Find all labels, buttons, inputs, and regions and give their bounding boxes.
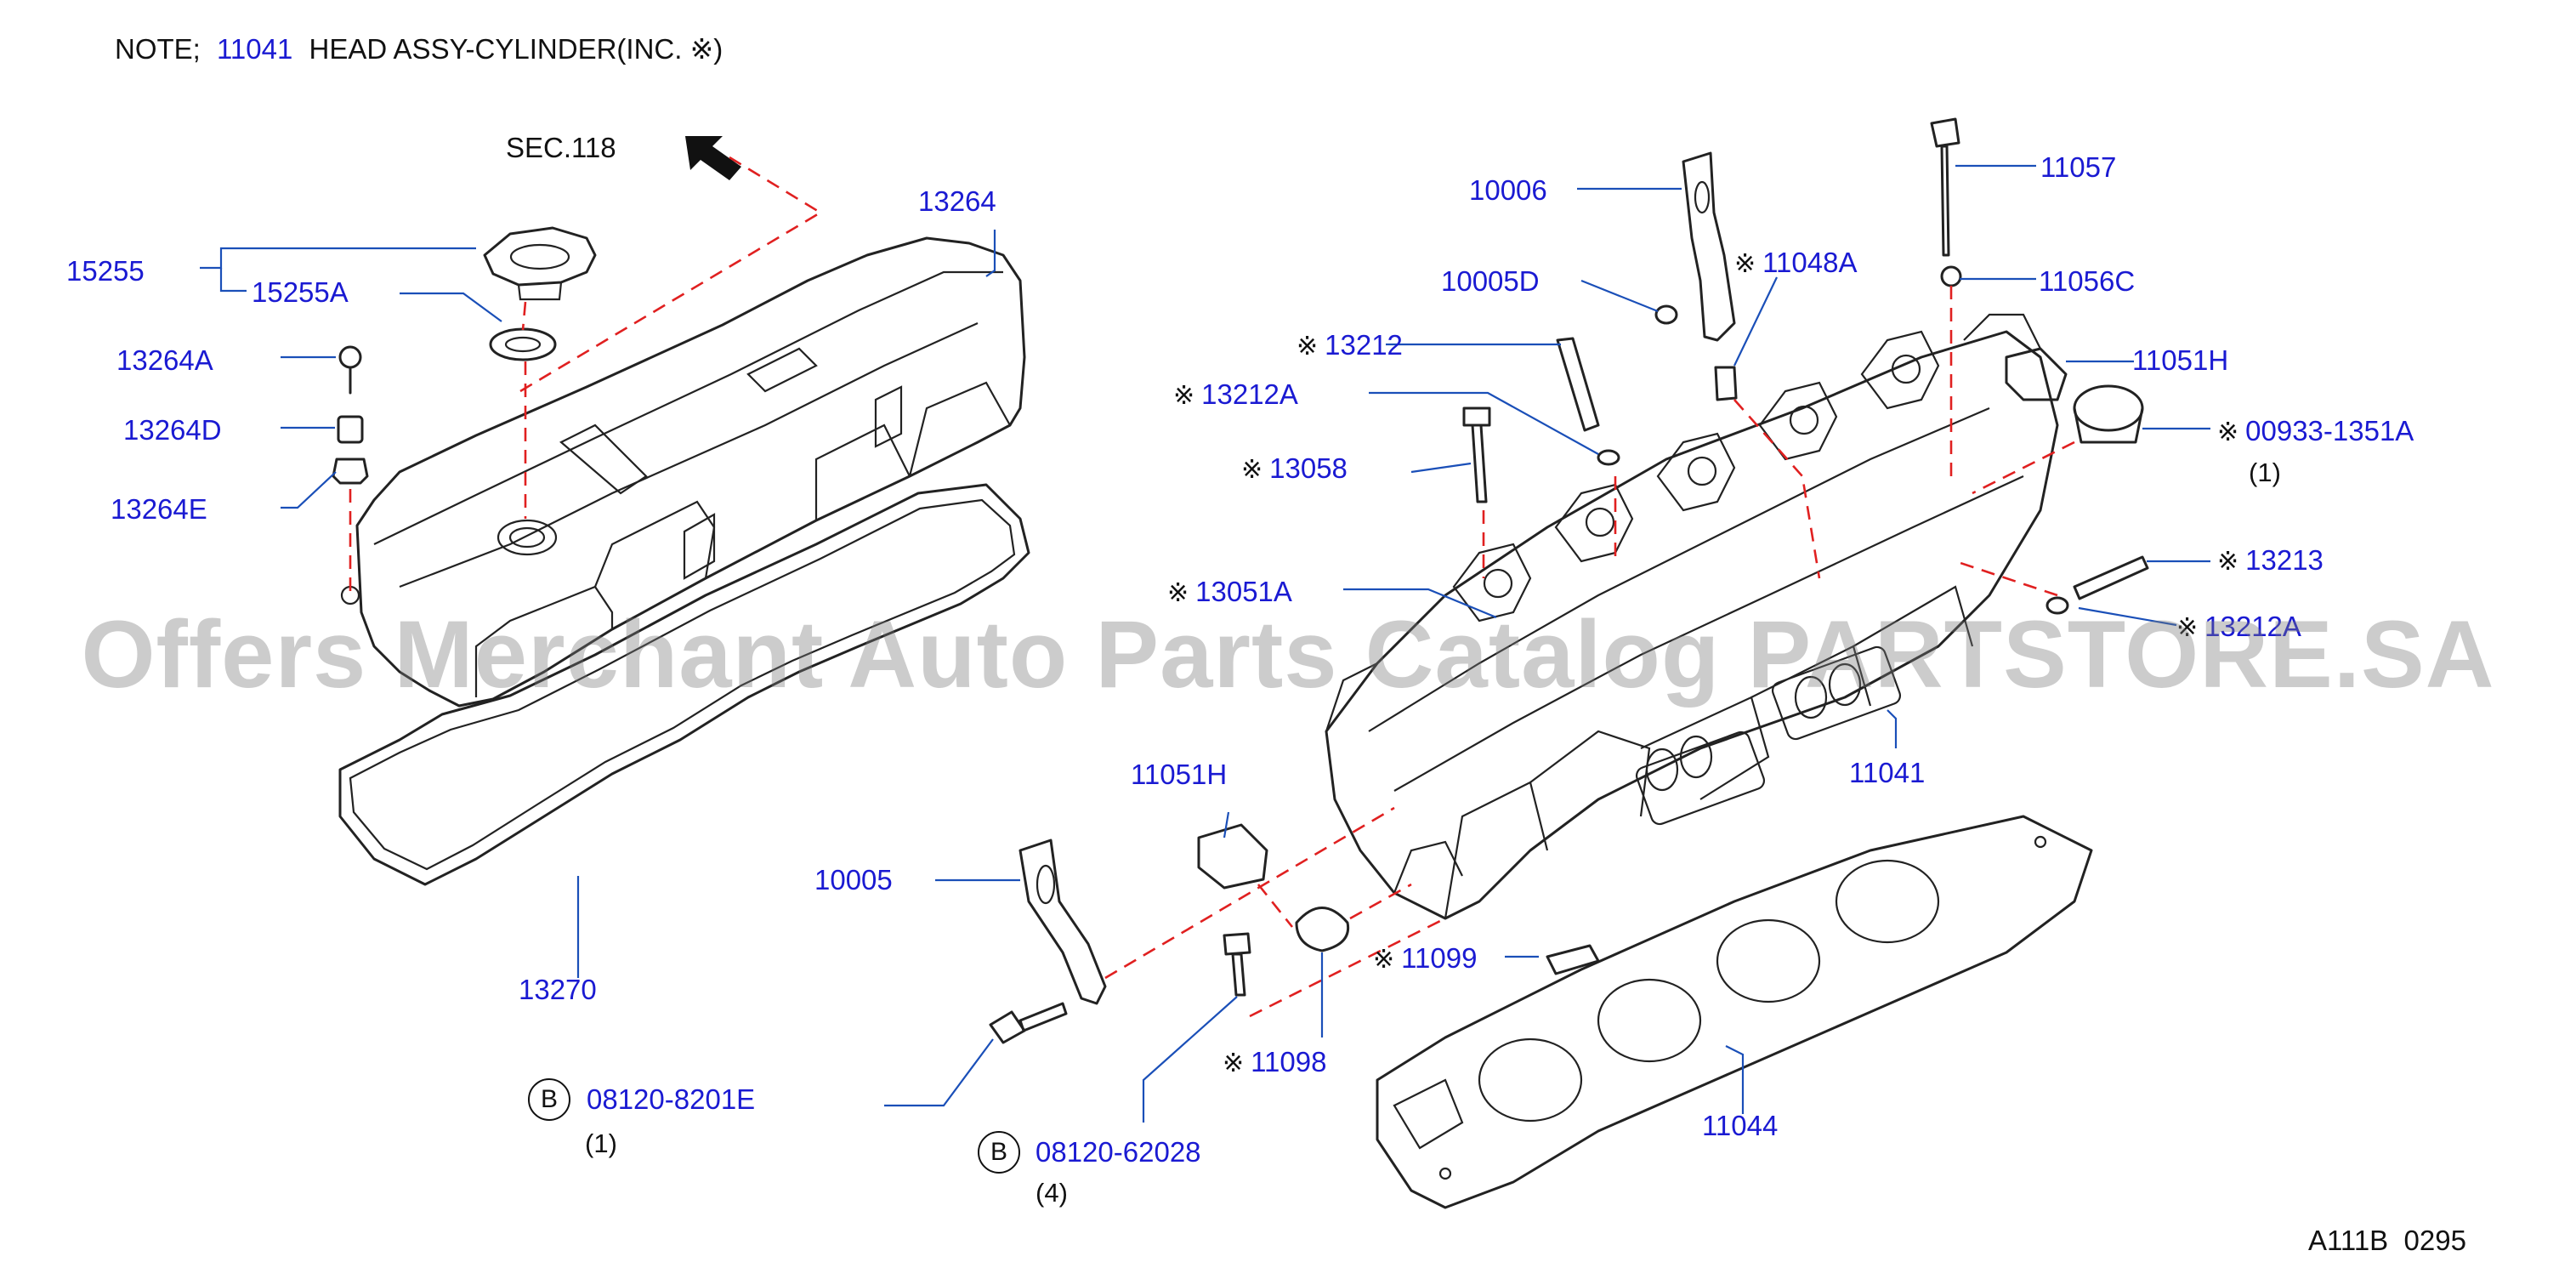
label-08120-62028[interactable]: 08120-62028 — [1036, 1136, 1201, 1168]
bracket-10006 — [1682, 151, 1736, 342]
note-header: NOTE; 11041 HEAD ASSY-CYLINDER(INC. ※) — [115, 32, 731, 65]
footer-code: A111B 0295 — [2308, 1225, 2466, 1257]
seal-11099-b — [1546, 944, 1600, 975]
label-13212A[interactable]: ※13212A — [1173, 378, 1298, 410]
label-11051H-low[interactable]: 11051H — [1131, 759, 1228, 790]
bolt-11098 — [1223, 932, 1251, 997]
bolt-08120-8201E — [989, 1002, 1068, 1044]
label-11057[interactable]: 11057 — [2040, 151, 2117, 183]
oil-filler-cap — [483, 226, 597, 301]
seal-11099-a — [1295, 907, 1350, 952]
label-15255[interactable]: 15255 — [66, 255, 145, 287]
bolt-mark-b-2: B — [978, 1131, 1020, 1174]
cap-11051H-low — [1197, 823, 1268, 890]
watermark: Offers Merchant Auto Parts Catalog PARTS… — [81, 601, 2495, 708]
bolt-mark-b-1: B — [528, 1078, 570, 1121]
label-11099[interactable]: ※11099 — [1373, 942, 1478, 974]
pin-13213 — [2073, 555, 2149, 600]
label-10005[interactable]: 10005 — [814, 864, 893, 895]
note-prefix: NOTE; — [115, 33, 201, 65]
qty-08120-8201E: (1) — [585, 1128, 617, 1158]
footer-code-id: A111B — [2308, 1225, 2389, 1256]
label-11048A[interactable]: ※11048A — [1734, 247, 1858, 278]
bolt-11057 — [1930, 117, 1960, 257]
grommet-13264D — [337, 415, 364, 444]
label-13213[interactable]: ※13213 — [2217, 544, 2324, 576]
cap-11051H-top — [2005, 347, 2068, 401]
label-11044[interactable]: 11044 — [1702, 1110, 1779, 1141]
leader-lines — [200, 164, 2210, 1123]
label-13051A[interactable]: ※13051A — [1167, 576, 1292, 607]
label-13264E[interactable]: 13264E — [111, 493, 207, 525]
bolt-13058 — [1462, 406, 1491, 503]
bracket-10005 — [1018, 838, 1107, 1005]
label-11051H-top[interactable]: 11051H — [2132, 344, 2229, 376]
washer-10005D — [1654, 304, 1678, 325]
footer-code-num: 0295 — [2403, 1225, 2466, 1256]
screw-13264A — [338, 345, 362, 395]
cap-gasket — [489, 327, 557, 361]
label-13270[interactable]: 13270 — [519, 974, 597, 1005]
cylinder-head — [1325, 313, 2059, 920]
label-13264[interactable]: 13264 — [918, 185, 996, 217]
cover-gasket — [338, 483, 1030, 886]
label-11041[interactable]: 11041 — [1849, 757, 1926, 788]
washer-11056C — [1940, 265, 1962, 287]
head-gasket — [1376, 815, 2093, 1209]
pin-13212 — [1556, 337, 1600, 432]
label-11056C[interactable]: 11056C — [2039, 265, 2136, 297]
rocker-cover — [340, 236, 1026, 708]
qty-00933-1351A: (1) — [2249, 458, 2281, 487]
label-08120-8201E[interactable]: 08120-8201E — [587, 1083, 756, 1115]
symbol-mark: ※ — [1734, 250, 1756, 278]
label-13264D[interactable]: 13264D — [123, 414, 222, 446]
label-00933-1351A[interactable]: ※00933-1351A — [2217, 415, 2414, 446]
label-11098[interactable]: ※11098 — [1223, 1046, 1327, 1077]
label-10005D[interactable]: 10005D — [1441, 265, 1540, 297]
note-part-number[interactable]: 11041 — [217, 33, 293, 65]
label-15255A[interactable]: 15255A — [252, 276, 349, 308]
label-10006[interactable]: 10006 — [1469, 174, 1547, 206]
label-13058[interactable]: ※13058 — [1241, 452, 1348, 484]
spring-11048A — [1714, 366, 1738, 401]
sec-arrow-icon — [685, 136, 741, 180]
label-13264A[interactable]: 13264A — [116, 344, 213, 376]
washer-13264E — [332, 458, 369, 485]
note-text: HEAD ASSY-CYLINDER(INC. ※) — [309, 33, 723, 65]
plug-00933-1351A — [2073, 384, 2144, 444]
sec-reference[interactable]: SEC.118 — [506, 132, 616, 163]
label-13212A-right[interactable]: ※13212A — [2176, 611, 2301, 642]
qty-08120-62028: (4) — [1036, 1178, 1068, 1208]
label-13212[interactable]: ※13212 — [1297, 329, 1403, 361]
